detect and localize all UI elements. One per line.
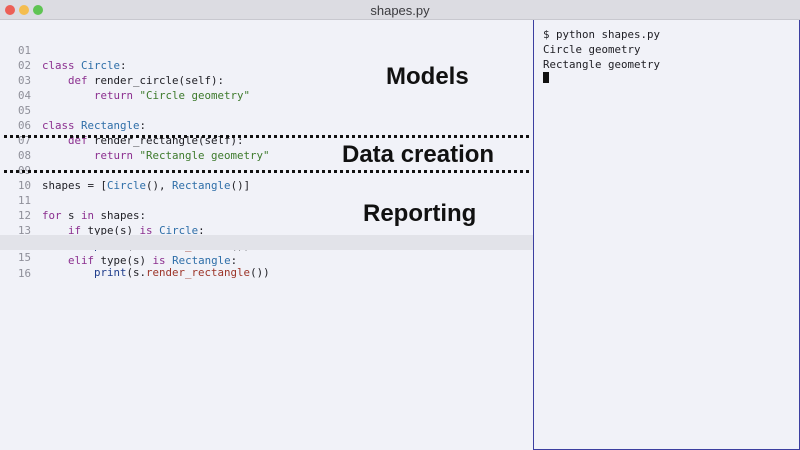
code-line: 05 class Rectangle: [0, 88, 533, 132]
keyword: def [68, 74, 88, 87]
code-text: s [61, 209, 82, 222]
title-bar: shapes.py [0, 0, 800, 20]
code-text: ()) [250, 266, 270, 279]
keyword: return [94, 149, 134, 162]
method-name: render_rectangle [146, 266, 251, 279]
section-label-reporting: Reporting [363, 200, 477, 227]
line-number: 01 [18, 44, 32, 57]
class-name: Rectangle [81, 119, 140, 132]
code-line: 03 return "Circle geometry" [0, 58, 533, 102]
code-line: 06 def render_rectangle(self): [0, 103, 533, 147]
line-number: 13 [18, 224, 32, 237]
code-text: shapes = [ [42, 179, 108, 192]
terminal-panel[interactable]: $ python shapes.py Circle geometry Recta… [533, 20, 800, 450]
line-number: 12 [18, 209, 32, 222]
code-text: : [139, 119, 147, 132]
code-text: type(s) [94, 254, 153, 267]
keyword: if [68, 224, 82, 237]
code-line: 12 if type(s) is Circle: [0, 193, 533, 237]
code-text: (s. [126, 266, 147, 279]
code-editor[interactable]: 01 class Circle: 02 def render_circle(se… [0, 20, 533, 450]
class-name: Circle [81, 59, 121, 72]
terminal-command: $ python shapes.py [543, 28, 661, 41]
keyword: in [81, 209, 95, 222]
keyword: for [42, 209, 62, 222]
line-number: 04 [18, 89, 32, 102]
keyword: is [139, 224, 153, 237]
line-number: 10 [18, 179, 32, 192]
code-line: 08 [0, 133, 533, 162]
code-text: render_circle(self): [94, 74, 225, 87]
code-line: 02 def render_circle(self): [0, 43, 533, 87]
section-label-data-creation: Data creation [342, 141, 495, 168]
line-number: 02 [18, 59, 32, 72]
section-divider [4, 170, 529, 173]
code-line: 04 [0, 73, 533, 102]
minimize-window-button[interactable] [19, 5, 29, 15]
section-divider [4, 135, 529, 138]
code-text: type(s) [81, 224, 140, 237]
code-text: : [120, 59, 127, 72]
close-window-button[interactable] [5, 5, 15, 15]
code-line: 11 for s in shapes: [0, 178, 533, 222]
line-number: 11 [18, 194, 32, 207]
line-number: 03 [18, 74, 32, 87]
class-name: Circle [159, 224, 199, 237]
code-line: 01 class Circle: [0, 28, 533, 72]
keyword: elif [68, 254, 95, 267]
line-number: 16 [18, 267, 32, 280]
code-text: : [198, 224, 205, 237]
line-number: 06 [18, 119, 32, 132]
section-label-models: Models [386, 63, 469, 90]
code-text: (), [146, 179, 173, 192]
code-line: 07 return "Rectangle geometry" [0, 118, 533, 162]
code-line: 10 [0, 163, 533, 192]
class-name: Rectangle [172, 254, 231, 267]
keyword: class [42, 119, 75, 132]
class-name: Circle [107, 179, 147, 192]
function-name: print [94, 266, 127, 279]
code-text: ()] [230, 179, 251, 192]
code-line: 09 shapes = [Circle(), Rectangle()] [0, 148, 533, 192]
zoom-window-button[interactable] [33, 5, 43, 15]
code-line: 14 elif type(s) is Rectangle: [0, 223, 533, 267]
terminal-cursor [543, 72, 549, 83]
class-name: Rectangle [172, 179, 231, 192]
string-literal: "Rectangle geometry" [139, 149, 270, 162]
keyword: class [42, 59, 75, 72]
code-text: : [230, 254, 238, 267]
keyword: return [94, 89, 134, 102]
terminal-output: Circle geometry [543, 43, 641, 56]
window-title: shapes.py [370, 3, 430, 18]
keyword: is [152, 254, 166, 267]
terminal-output: Rectangle geometry [543, 58, 661, 71]
line-number: 08 [18, 149, 32, 162]
code-line-current: 15 print(s.render_rectangle()) [0, 235, 533, 279]
code-text: shapes: [94, 209, 147, 222]
line-number: 15 [18, 251, 32, 264]
code-line: 16 [0, 251, 533, 280]
string-literal: "Circle geometry" [139, 89, 251, 102]
line-number: 05 [18, 104, 32, 117]
